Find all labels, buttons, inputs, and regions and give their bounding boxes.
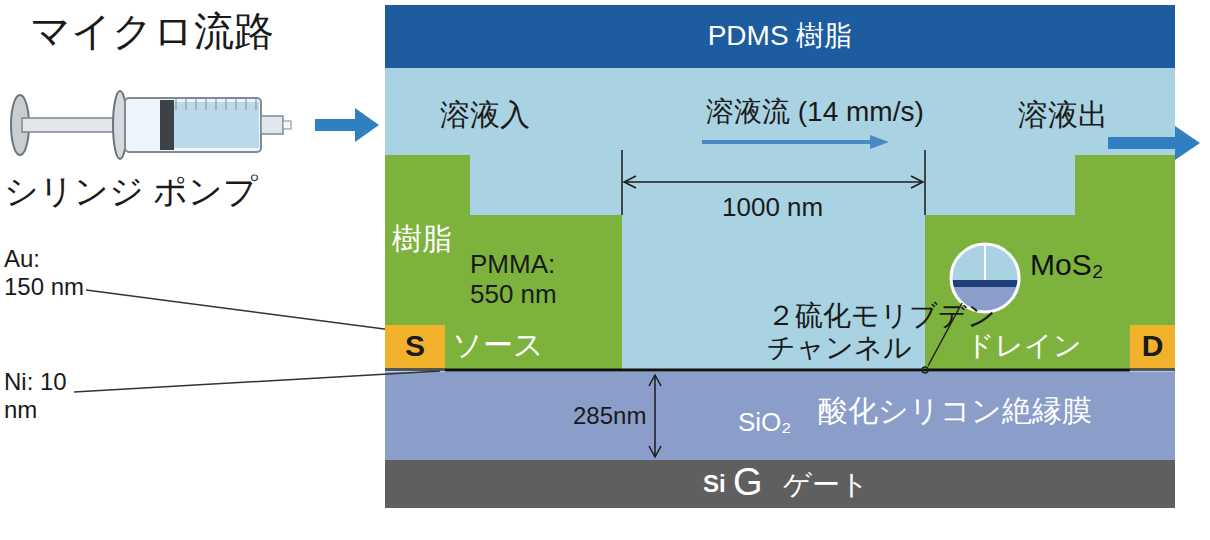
node-text: S [405, 329, 425, 364]
magnified-mos2 [950, 280, 1020, 287]
outlet-label: 溶液出 [1018, 98, 1108, 133]
node-text: Si [703, 470, 726, 498]
oxide-band [385, 372, 1175, 460]
source-label: ソース [452, 328, 544, 363]
channel-label: ２硫化モリブデン チャンネル [767, 300, 779, 364]
ni-label: Ni: 10 nm [4, 368, 67, 423]
plunger-seal [160, 100, 174, 150]
solution-channel [385, 68, 1175, 372]
thickness-dimension [649, 375, 661, 457]
inflow-arrow [315, 108, 379, 142]
resin-label: 樹脂 [392, 222, 452, 257]
dimension-tick [924, 150, 926, 215]
barrel-graduations [175, 98, 259, 112]
syringe-tip [283, 121, 291, 129]
au-label: Au: 150 nm [4, 245, 85, 300]
thickness-label: 285nm [573, 402, 646, 430]
magnified-solution [950, 243, 1020, 281]
dimension-head [911, 176, 923, 188]
outflow-arrow [1108, 126, 1200, 160]
drain-label: ドレイン [966, 330, 1082, 362]
plunger-rod [22, 118, 122, 132]
dimension-head [624, 176, 636, 188]
pmma-resin-left [385, 155, 622, 370]
pdms-resin-band: PDMS 樹脂 [385, 5, 1175, 68]
silicon-gate: SiG ゲート [385, 460, 1175, 508]
flow-label: 溶液流 (14 mm/s) [706, 96, 924, 128]
drain-electrode: D [1130, 325, 1175, 368]
dimension-label: 1000 nm [722, 193, 823, 223]
magnifier-point [922, 367, 928, 373]
title-label: マイクロ流路 [30, 8, 274, 54]
ni-leader [74, 371, 440, 392]
mos2-label: MoS₂ [1030, 248, 1103, 283]
source-electrode: S [385, 325, 445, 368]
syringe-barrel [125, 98, 261, 152]
node-text: 酸化シリコン絶縁膜 [818, 394, 1092, 429]
magnifier-content [950, 243, 1020, 314]
pmma-resin-right [925, 155, 1175, 370]
oxide-layer: SiO₂ 酸化シリコン絶縁膜 [385, 372, 1175, 460]
pump-label: シリンジ ポンプ [4, 172, 258, 211]
node-text: ゲート [783, 469, 869, 501]
pmma-label: PMMA: 550 nm [470, 250, 557, 310]
magnifier-leader [928, 303, 962, 366]
nickel-layer [1130, 368, 1175, 371]
magnifier-ring [951, 244, 1019, 312]
node-text: PDMS 樹脂 [708, 20, 853, 52]
syringe-nozzle [261, 116, 283, 134]
au-leader [86, 290, 392, 330]
magnified-edge [984, 243, 986, 280]
node-text: SiO₂ [738, 408, 791, 438]
node-text: D [1142, 329, 1164, 364]
flow-arrowhead [870, 135, 889, 149]
mos2-channel-line [445, 369, 1130, 372]
dimension-line [654, 376, 656, 456]
dimension-line [626, 181, 921, 183]
inlet-label: 溶液入 [440, 98, 530, 133]
node-text: G [733, 461, 763, 505]
syringe-pump [11, 91, 291, 159]
dimension-head [649, 375, 661, 386]
flow-arrow [702, 140, 872, 144]
dimension-head [649, 446, 661, 457]
dimension-tick [621, 150, 623, 215]
